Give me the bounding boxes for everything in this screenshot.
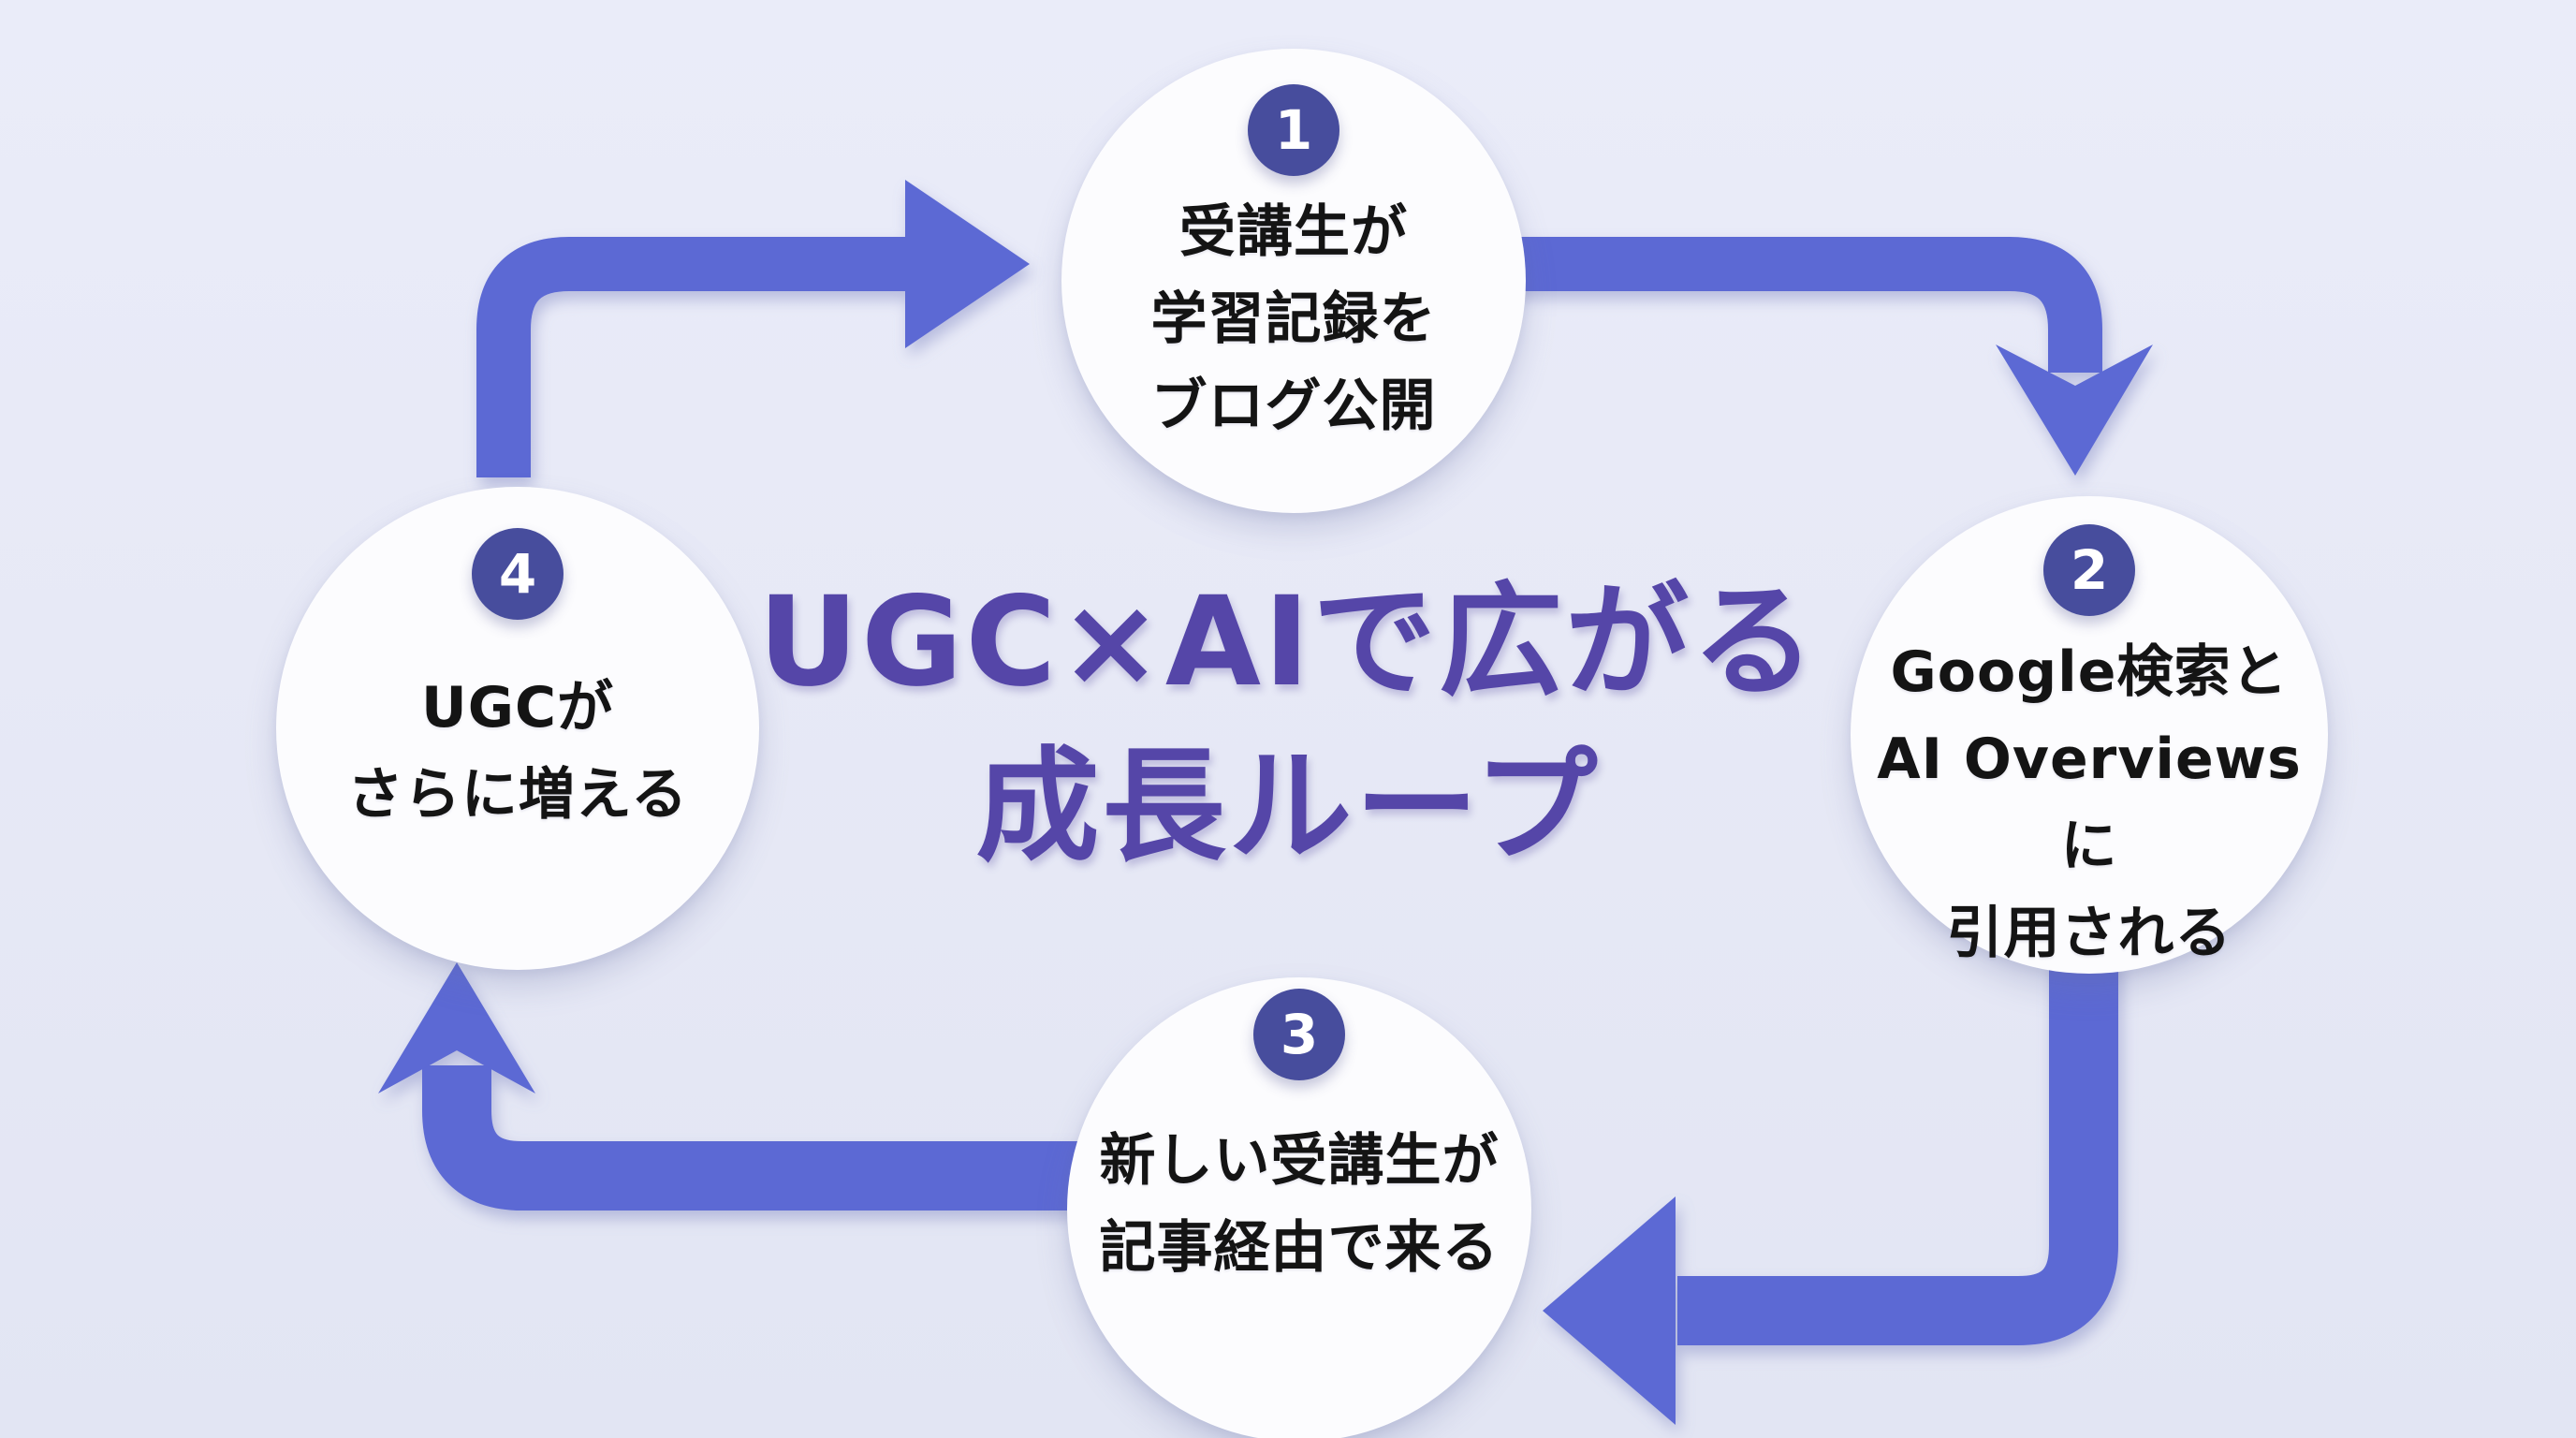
- step-circle-3: 3 新しい受講生が 記事経由で来る: [1067, 977, 1531, 1438]
- step-2-number-badge: 2: [2043, 524, 2135, 616]
- step-2-text: Google検索と AI Overviewsに 引用される: [1851, 629, 2328, 977]
- diagram-title-line-1: UGC×AIで広がる: [757, 570, 1819, 714]
- arrow-step4-to-step1-shaft: [476, 237, 910, 477]
- diagram-title: UGC×AIで広がる 成長ループ: [633, 560, 1943, 889]
- arrow-step1-to-step2: [1507, 237, 2153, 476]
- arrow-step4-to-step1: [476, 180, 1030, 477]
- step-4-line-2: さらに増える: [346, 762, 689, 828]
- step-circle-4: 4 UGCが さらに増える: [276, 487, 759, 970]
- arrow-step2-to-step3-head: [1543, 1196, 1676, 1425]
- arrow-step3-to-step4: [378, 962, 1123, 1211]
- step-4-text: UGCが さらに増える: [276, 665, 759, 839]
- step-3-line-1: 新しい受講生が: [1099, 1128, 1500, 1194]
- step-4-number-badge: 4: [472, 528, 564, 620]
- step-2-line-2: AI Overviewsに: [1877, 726, 2302, 879]
- step-1-number-badge: 1: [1248, 84, 1339, 176]
- step-1-text: 受講生が 学習記録を ブログ公開: [1061, 189, 1526, 450]
- step-1-line-3: ブログ公開: [1150, 374, 1437, 439]
- step-4-line-1: UGCが: [420, 675, 614, 741]
- step-3-number-badge: 3: [1253, 989, 1345, 1080]
- step-2-line-1: Google検索と: [1890, 639, 2289, 705]
- arrow-step2-to-step3-shaft: [1677, 955, 2118, 1345]
- step-circle-1: 1 受講生が 学習記録を ブログ公開: [1061, 49, 1526, 513]
- diagram-title-line-2: 成長ループ: [975, 735, 1601, 879]
- arrow-step3-to-step4-shaft: [422, 1065, 1123, 1211]
- arrow-step3-to-step4-head: [378, 962, 535, 1093]
- arrow-step2-to-step3: [1543, 955, 2118, 1425]
- step-1-line-2: 学習記録を: [1150, 286, 1437, 352]
- step-2-line-3: 引用される: [1946, 901, 2232, 966]
- arrow-step1-to-step2-shaft: [1507, 237, 2102, 373]
- arrow-step4-to-step1-head: [905, 180, 1030, 348]
- step-1-line-1: 受講生が: [1179, 199, 1408, 265]
- step-circle-2: 2 Google検索と AI Overviewsに 引用される: [1851, 496, 2328, 974]
- arrow-step1-to-step2-head: [1996, 345, 2153, 476]
- step-3-text: 新しい受講生が 記事経由で来る: [1067, 1118, 1531, 1292]
- step-3-line-2: 記事経由で来る: [1099, 1215, 1500, 1281]
